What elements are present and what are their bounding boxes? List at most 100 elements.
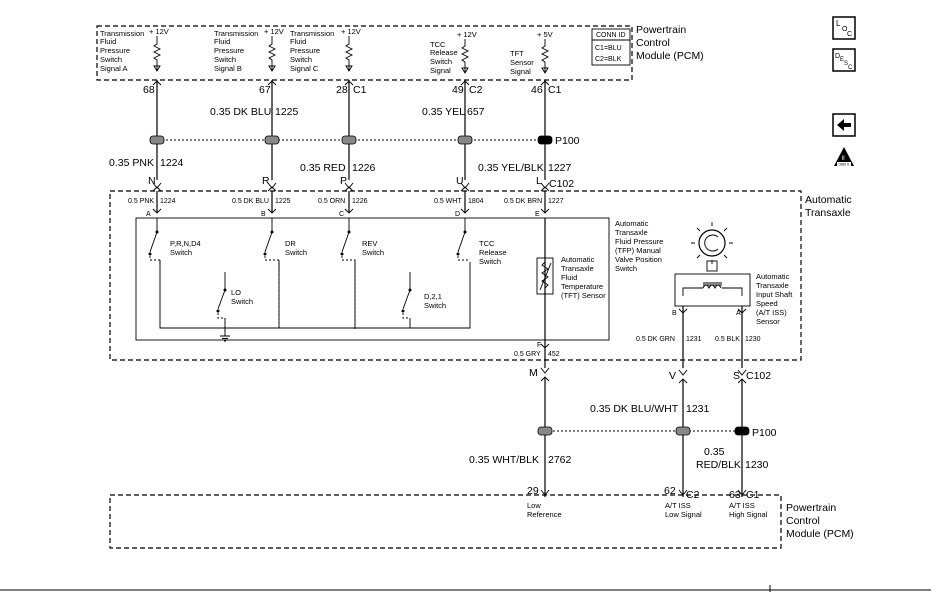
description-icon[interactable]: D E S C <box>832 48 856 72</box>
svg-text:Switch: Switch <box>100 55 122 64</box>
svg-text:Fluid: Fluid <box>214 37 230 46</box>
transaxle-title-line1: Automatic <box>805 194 852 206</box>
obd-ii-warning-icon[interactable]: II OBD II <box>832 145 856 169</box>
switch-tcc-release: TCC Release Switch <box>456 230 507 266</box>
svg-text:A: A <box>146 211 151 218</box>
svg-text:Release: Release <box>479 248 507 257</box>
wire-1224-color: 0.35 PNK <box>109 157 154 169</box>
supply-label-c: + 12V <box>341 27 361 36</box>
pcm-bottom-title-line2: Control <box>786 515 820 527</box>
svg-text:Low: Low <box>527 501 541 510</box>
pcm-top-module: Powertrain Control Module (PCM) CONN ID … <box>96 24 704 96</box>
component-locator-icon[interactable]: L O C <box>832 16 856 40</box>
svg-text:Release: Release <box>430 48 458 57</box>
wire-1231-circuit: 1231 <box>686 403 710 415</box>
pcm-pin-62-connector: C2 <box>686 489 700 501</box>
supply-label-tcc: + 12V <box>457 30 477 39</box>
pcm-bottom-module: Powertrain Control Module (PCM) 29 62 C2… <box>109 485 854 549</box>
svg-text:LO: LO <box>231 288 241 297</box>
wire-2762-circuit: 2762 <box>548 454 572 466</box>
pcm-tcc-signal-label: TCC Release Switch Signal <box>430 40 458 75</box>
c102-bottom-connector: M V S C102 <box>529 367 771 384</box>
svg-text:Switch: Switch <box>285 248 307 257</box>
c102-top-connector: N R P U L C102 <box>148 175 574 192</box>
svg-text:0.5 GRY: 0.5 GRY <box>514 351 541 358</box>
svg-text:Switch: Switch <box>231 297 253 306</box>
desc-letter-e: E <box>840 57 844 63</box>
conn-id-c2: C2=BLK <box>595 56 622 63</box>
supply-label-a: + 12V <box>149 27 169 36</box>
pullup-resistors <box>152 36 550 74</box>
svg-text:Switch: Switch <box>214 55 236 64</box>
switch-d21: D,2,1 Switch <box>401 272 446 319</box>
desc-letter-d: D <box>835 53 840 60</box>
svg-text:B: B <box>261 211 266 218</box>
top-wires: P100 0.35 DK BLU 1225 0.35 YEL 657 0.35 … <box>109 80 580 180</box>
svg-text:Input Shaft: Input Shaft <box>756 290 793 299</box>
wire-1225-circuit: 1225 <box>275 106 299 118</box>
svg-text:Pressure: Pressure <box>214 46 244 55</box>
pcm-pin-49-connector: C2 <box>469 84 483 96</box>
svg-text:A: A <box>736 310 741 317</box>
svg-text:D: D <box>455 211 460 218</box>
svg-text:0.5 DK BRN: 0.5 DK BRN <box>504 198 542 205</box>
svg-text:R: R <box>262 175 270 187</box>
pcm-pin-62: 62 <box>664 485 676 497</box>
svg-text:0.5 DK GRN: 0.5 DK GRN <box>636 336 675 343</box>
transaxle-inner-wires: 0.5 PNK 1224 0.5 DK BLU 1225 0.5 ORN 122… <box>128 191 564 218</box>
svg-text:1226: 1226 <box>352 198 368 205</box>
c102-bottom-label: C102 <box>746 370 771 382</box>
svg-text:1804: 1804 <box>468 198 484 205</box>
back-arrow-icon[interactable] <box>832 113 856 137</box>
svg-text:Transaxle: Transaxle <box>615 228 648 237</box>
conn-id-box: CONN ID C1=BLU C2=BLK <box>591 28 631 66</box>
svg-text:Fluid: Fluid <box>100 37 116 46</box>
pcm-signal-b-label: Transmission Fluid Pressure Switch Signa… <box>214 29 258 73</box>
pcm-top-title-line3: Module (PCM) <box>636 50 704 62</box>
pcm-signal-a-label: Transmission Fluid Pressure Switch Signa… <box>100 29 144 73</box>
svg-text:TCC: TCC <box>430 40 446 49</box>
wire-1225-color: 0.35 DK BLU <box>210 106 271 118</box>
wire-1224-circuit: 1224 <box>160 157 184 169</box>
svg-text:452: 452 <box>548 351 560 358</box>
svg-text:Transmission: Transmission <box>214 29 258 38</box>
switch-lo: LO Switch <box>216 272 253 336</box>
svg-text:1225: 1225 <box>275 198 291 205</box>
svg-text:1227: 1227 <box>548 198 564 205</box>
svg-text:N: N <box>148 175 156 187</box>
svg-text:Valve Position: Valve Position <box>615 255 662 264</box>
svg-text:Fluid: Fluid <box>290 37 306 46</box>
svg-text:U: U <box>456 175 464 187</box>
svg-text:Temperature: Temperature <box>561 282 603 291</box>
svg-text:1230: 1230 <box>745 336 761 343</box>
svg-text:B: B <box>672 310 677 317</box>
svg-text:Switch: Switch <box>290 55 312 64</box>
gear-icon <box>691 222 733 272</box>
pcm-pin-28-connector: C1 <box>353 84 367 96</box>
switch-rev: REV Switch <box>340 230 384 330</box>
svg-text:DR: DR <box>285 239 296 248</box>
switch-dr: DR Switch <box>263 230 307 330</box>
svg-text:V: V <box>669 370 676 382</box>
iss-sensor: Automatic Transaxle Input Shaft Speed (A… <box>636 222 793 368</box>
splice-p100-bottom-label: P100 <box>752 427 777 439</box>
tfp-switch-block: Automatic Transaxle Fluid Pressure (TFP)… <box>135 217 663 342</box>
svg-text:M: M <box>529 367 538 379</box>
pcm-pin-46-connector: C1 <box>548 84 562 96</box>
svg-text:Sensor: Sensor <box>510 58 534 67</box>
pcm-bottom-title-line3: Module (PCM) <box>786 528 854 540</box>
svg-text:Transaxle: Transaxle <box>561 264 594 273</box>
svg-text:Pressure: Pressure <box>290 46 320 55</box>
svg-text:TCC: TCC <box>479 239 495 248</box>
splice-p100-top-markers <box>149 135 553 145</box>
tft-sensor: Automatic Transaxle Fluid Temperature (T… <box>536 218 606 340</box>
loc-letter-l: L <box>836 19 841 28</box>
transaxle-title-line2: Transaxle <box>805 207 851 219</box>
pcm-pin-67: 67 <box>259 84 271 96</box>
gry-wire-f-pin: F 0.5 GRY 452 <box>514 340 560 368</box>
svg-text:1231: 1231 <box>686 336 702 343</box>
svg-text:Automatic: Automatic <box>615 219 649 228</box>
svg-text:Reference: Reference <box>527 510 562 519</box>
svg-text:Switch: Switch <box>170 248 192 257</box>
pcm-top-title-line2: Control <box>636 37 670 49</box>
